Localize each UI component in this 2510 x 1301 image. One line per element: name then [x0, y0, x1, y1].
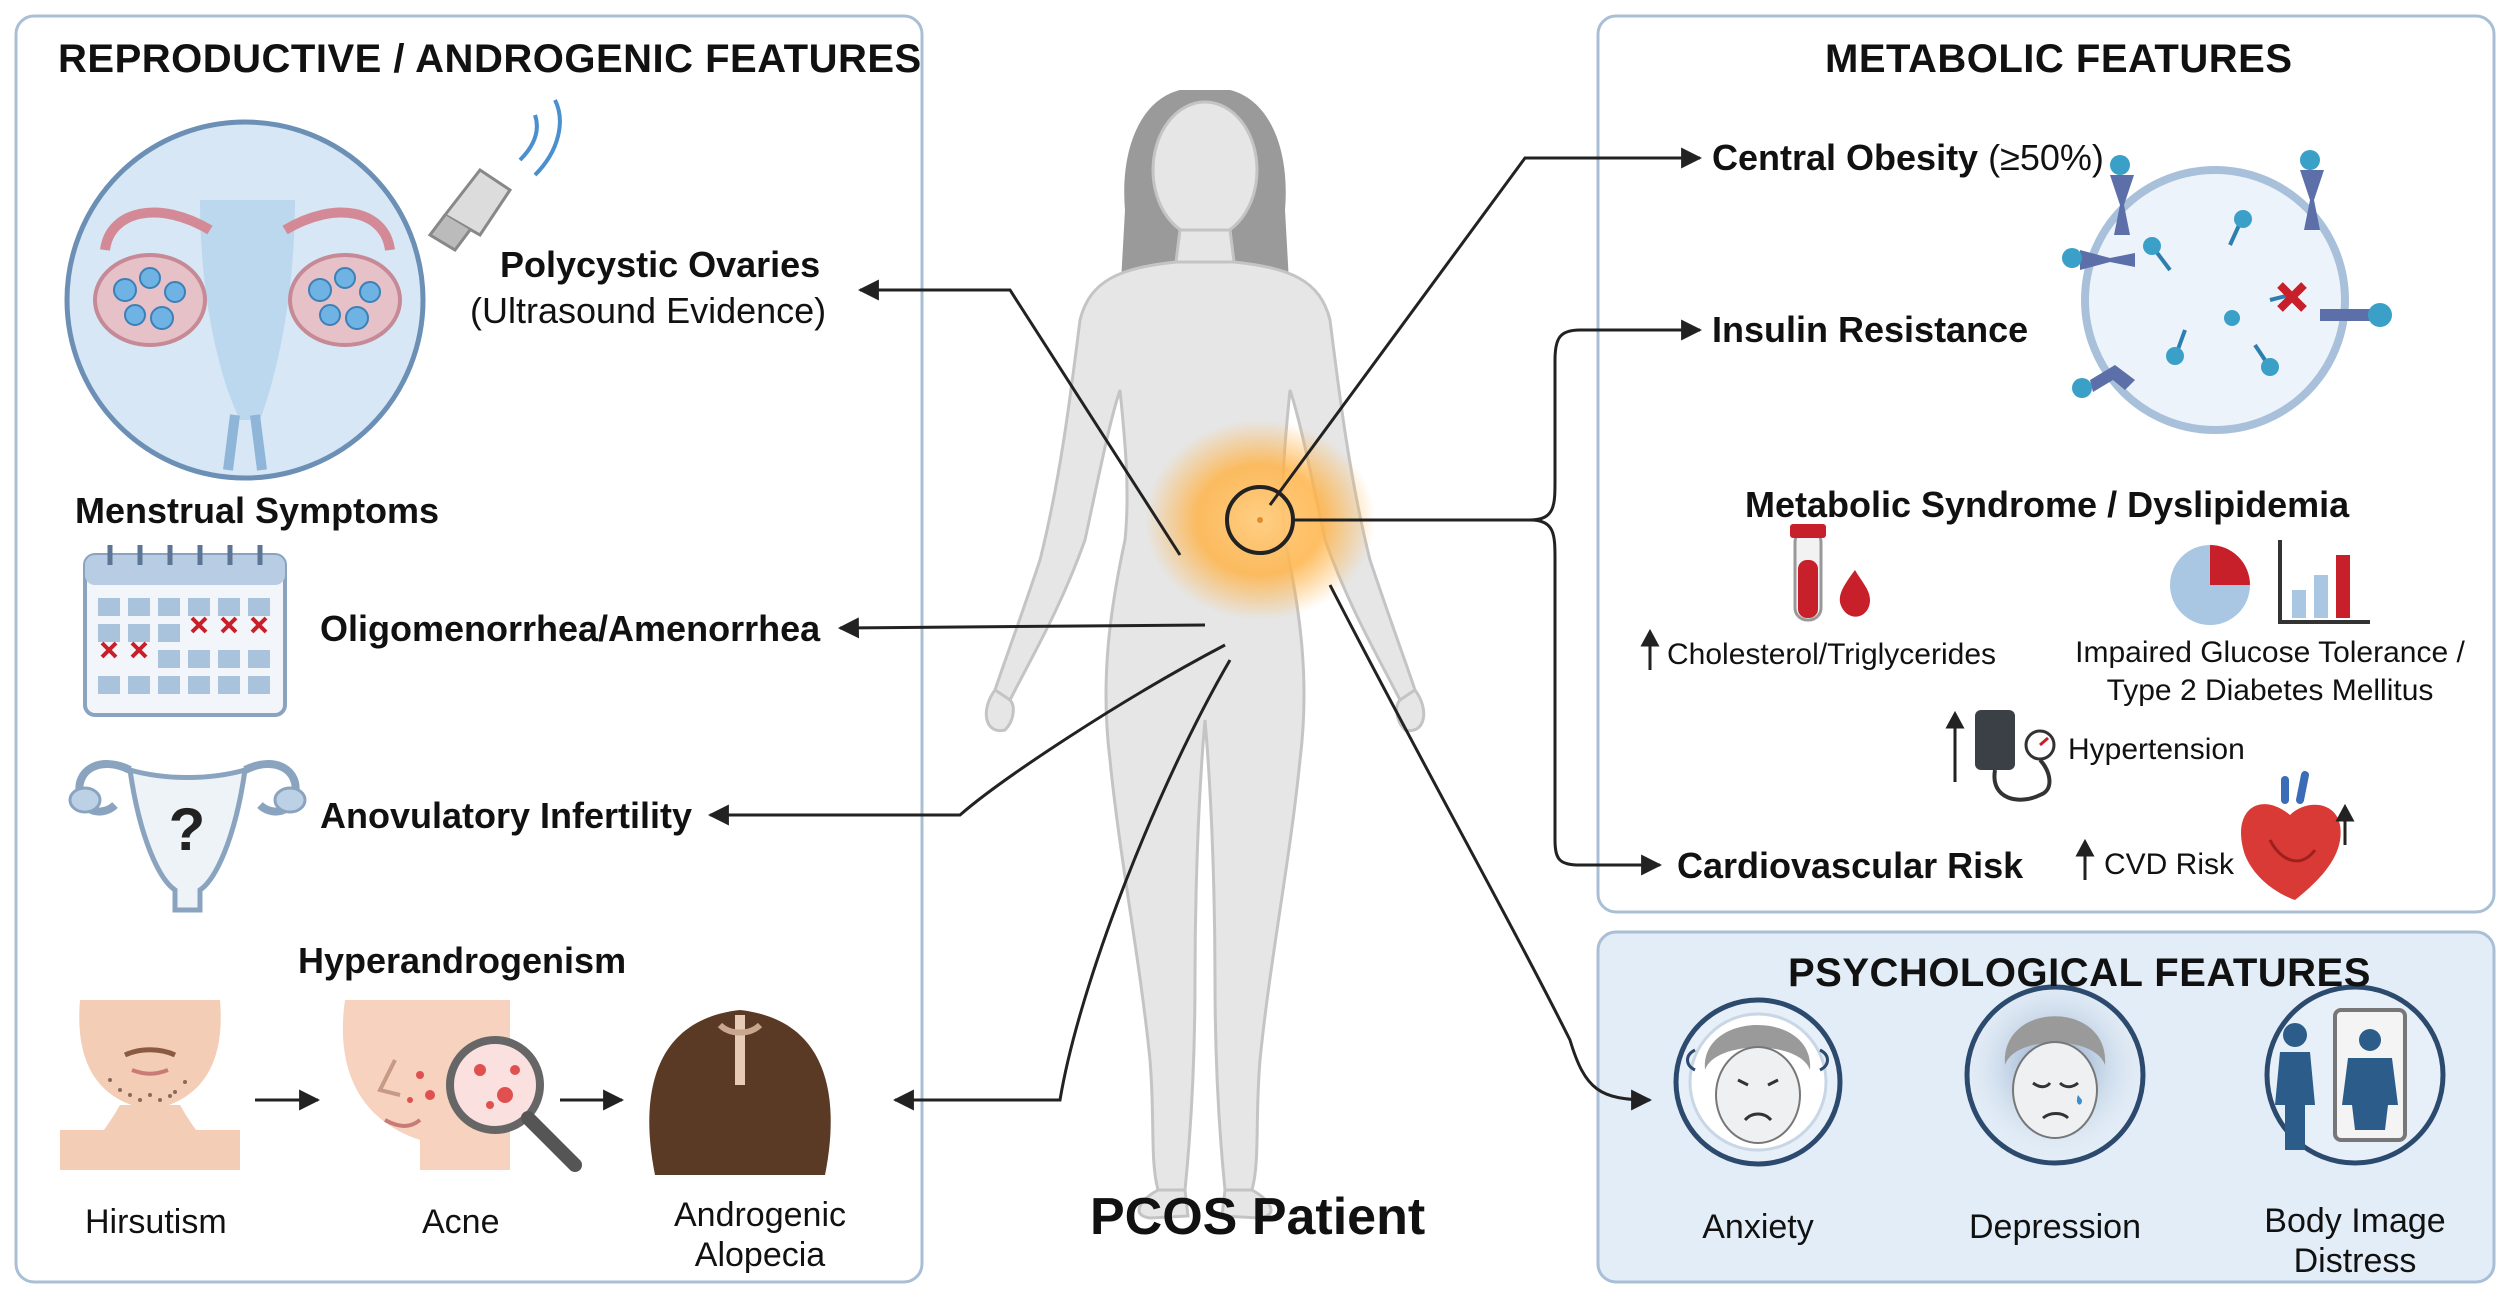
- pie-bar-chart-icon: [2170, 540, 2370, 625]
- pcos-patient-title: PCOS Patient: [1090, 1188, 1426, 1246]
- cholesterol-up-arrow-icon: [1640, 628, 1660, 670]
- body-image-label-line1: Body Image: [2264, 1202, 2446, 1240]
- cvd-risk-label: CVD Risk: [2104, 848, 2235, 881]
- metabolic-syndrome-label: Metabolic Syndrome / Dyslipidemia: [1745, 484, 2350, 525]
- blood-tube-drop-icon: [1790, 524, 1870, 622]
- heart-up-arrow-icon: [2335, 803, 2355, 845]
- cholesterol-label: Cholesterol/Triglycerides: [1667, 638, 1997, 671]
- central-obesity-label: Central Obesity (≥50%): [1712, 137, 2104, 178]
- anxiety-label: Anxiety: [1702, 1208, 1814, 1246]
- ultrasound-probe-icon: [427, 99, 562, 252]
- connector-arrows: [707, 147, 1703, 1111]
- polycystic-ovaries-sublabel: (Ultrasound Evidence): [470, 290, 827, 331]
- anxiety-face-icon: [1673, 997, 1843, 1167]
- body-image-label-line2: Distress: [2293, 1242, 2417, 1280]
- hypertension-up-arrow-icon: [1945, 710, 1965, 782]
- body-image-mirror-icon: [2264, 984, 2446, 1166]
- acne-face-magnifier-icon: [342, 1000, 582, 1172]
- hyperandrogenism-heading: Hyperandrogenism: [298, 940, 627, 981]
- arrow-to-alopecia: [892, 659, 1232, 1111]
- cvd-up-arrow-icon: [2075, 838, 2095, 880]
- arrow-to-infertility: [707, 643, 1226, 826]
- central-obesity-percentage: (≥50%): [1988, 137, 2104, 178]
- arrow-to-oligomenorrhea: [837, 617, 1206, 639]
- arrow-to-psychological: [1328, 584, 1653, 1111]
- hypertension-label: Hypertension: [2068, 733, 2245, 766]
- glucose-label-line1: Impaired Glucose Tolerance /: [2075, 636, 2465, 669]
- heart-icon: [2241, 771, 2341, 900]
- alopecia-label-line2: Alopecia: [694, 1236, 826, 1274]
- ultrasound-ovaries-illustration: [64, 99, 562, 481]
- psychological-heading: PSYCHOLOGICAL FEATURES: [1788, 951, 2371, 995]
- metabolic-heading: METABOLIC FEATURES: [1825, 37, 2293, 81]
- depression-face-icon: [1964, 984, 2146, 1166]
- alopecia-label-line1: Androgenic: [673, 1196, 846, 1234]
- alopecia-head-icon: [649, 1010, 831, 1175]
- menstrual-symptoms-heading: Menstrual Symptoms: [75, 490, 440, 531]
- cardiovascular-risk-label: Cardiovascular Risk: [1677, 845, 2024, 886]
- glucose-label-line2: Type 2 Diabetes Mellitus: [2106, 674, 2434, 707]
- anovulatory-infertility-label: Anovulatory Infertility: [320, 795, 693, 836]
- blood-pressure-cuff-icon: [1975, 710, 2056, 802]
- central-obesity-text: Central Obesity: [1712, 137, 1979, 178]
- hirsutism-face-icon: [60, 1000, 240, 1170]
- arrow-to-polycystic-ovaries: [857, 279, 1182, 556]
- arrow-to-insulin-resistance: [1529, 319, 1703, 522]
- hirsutism-label: Hirsutism: [85, 1203, 227, 1241]
- acne-label: Acne: [422, 1203, 500, 1241]
- up-arrow-icons: [1640, 628, 2355, 880]
- depression-label: Depression: [1969, 1208, 2141, 1246]
- polycystic-ovaries-label: Polycystic Ovaries: [500, 244, 821, 285]
- menstrual-calendar-icon: [83, 545, 287, 717]
- uterus-question-icon: ?: [68, 760, 307, 913]
- svg-text:?: ?: [169, 796, 206, 863]
- insulin-resistance-label: Insulin Resistance: [1712, 309, 2029, 350]
- insulin-receptor-cell-icon: [2062, 150, 2392, 434]
- arrow-to-central-obesity: [1268, 147, 1703, 506]
- arrow-to-cardiovascular: [1529, 518, 1663, 876]
- oligomenorrhea-label: Oligomenorrhea/Amenorrhea: [320, 608, 821, 649]
- abdomen-center-dot: [1257, 517, 1263, 523]
- reproductive-heading: REPRODUCTIVE / ANDROGENIC FEATURES: [58, 37, 922, 81]
